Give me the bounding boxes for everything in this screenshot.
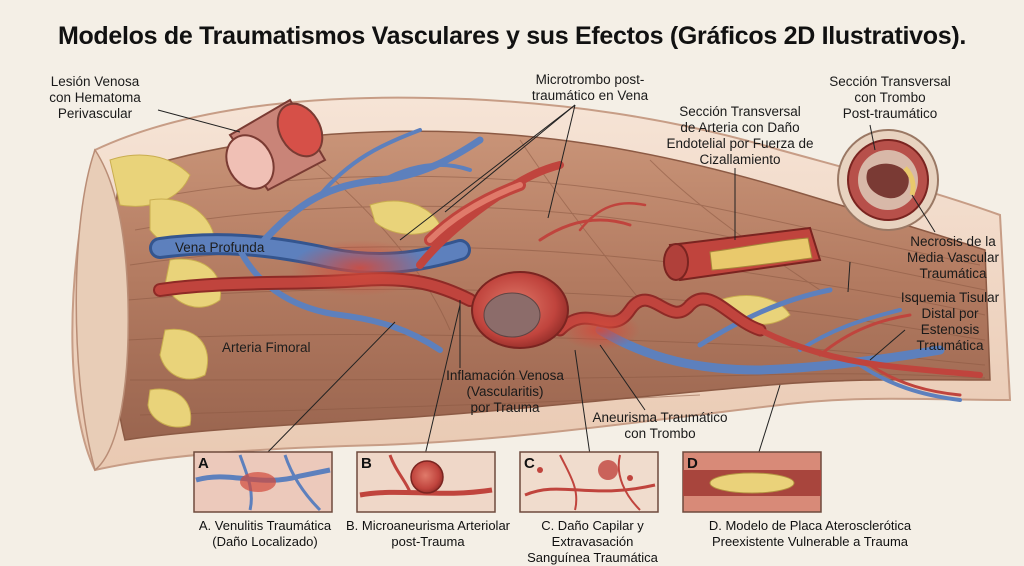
- label-leader-lines: [157, 104, 936, 456]
- thrombus-cross-section: [837, 129, 939, 231]
- panel-d-art: [682, 451, 822, 513]
- label-venous-lesion: Lesión Venosa con Hematoma Perivascular: [49, 74, 141, 121]
- artery-section-segment: [663, 226, 822, 282]
- label-deep-vein: Vena Profunda: [175, 240, 265, 255]
- panel-c-art: [519, 451, 659, 513]
- limb-cut-face: [75, 148, 129, 472]
- panel-b-letter: B: [361, 455, 372, 472]
- panel-b-art: [356, 451, 496, 513]
- panel-a-art: [193, 451, 333, 513]
- hemorrhage-zone: [560, 310, 640, 350]
- label-microthrombus: Microtrombo post- traumático en Vena: [531, 72, 649, 103]
- panel-b-caption: B. Microaneurisma Arteriolar post-Trauma: [346, 518, 510, 549]
- label-necrosis: Necrosis de la Media Vascular Traumática: [906, 234, 1000, 281]
- panel-a-caption: A. Venulitis Traumática (Daño Localizado…: [198, 518, 332, 549]
- panel-c-letter: C: [524, 455, 535, 472]
- label-thrombus-section: Sección Transversal con Trombo Post-trau…: [829, 74, 951, 121]
- label-arterial-section: Sección Transversal de Arteria con Daño …: [666, 104, 814, 167]
- label-venous-inflammation: Inflamación Venosa (Vascularitis) por Tr…: [446, 368, 564, 415]
- label-aneurysm: Aneurisma Traumático con Trombo: [592, 410, 728, 441]
- panel-a-letter: A: [198, 455, 209, 472]
- panel-d-letter: D: [687, 455, 698, 472]
- page-title: Modelos de Traumatismos Vasculares y sus…: [57, 22, 967, 50]
- panel-d-caption: D. Modelo de Placa Aterosclerótica Preex…: [708, 518, 912, 549]
- fat-deposits: [109, 154, 791, 428]
- label-femoral-artery: Arteria Fimoral: [222, 340, 311, 355]
- aneurysm-thrombus: [483, 292, 541, 338]
- label-ischemia: Isquemia Tisular Distal por Estenosis Tr…: [900, 290, 1000, 353]
- venous-lesion-segment: [225, 98, 327, 192]
- inflammation-zone: [290, 240, 430, 296]
